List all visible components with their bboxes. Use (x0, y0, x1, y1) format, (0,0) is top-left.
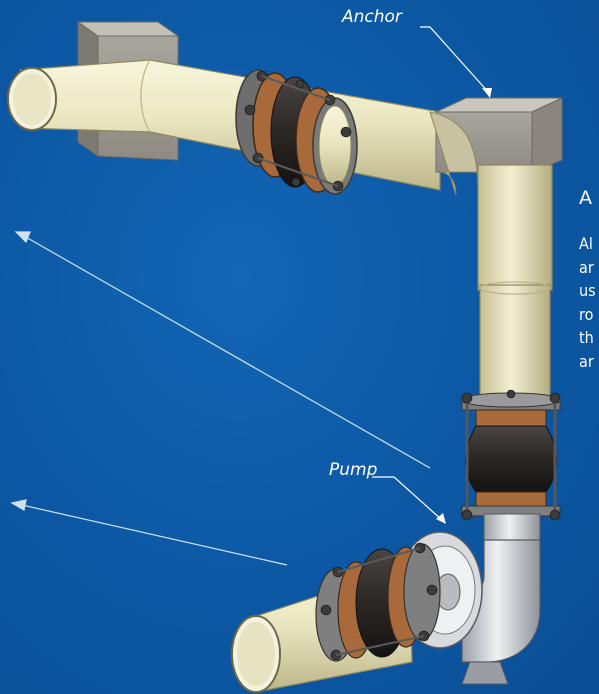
anchor-label: Anchor (342, 7, 402, 27)
vertical-pipe (429, 111, 553, 406)
callout-leaders (372, 26, 491, 521)
leader-arrowheads (436, 88, 492, 524)
side-panel-line: Al (579, 234, 593, 253)
side-panel-title: A (579, 187, 593, 209)
side-panel-line: th (579, 328, 594, 347)
side-panel-text: Al ar us ro th ar (579, 232, 599, 373)
upper-pipe (7, 59, 441, 191)
side-panel-line: ro (579, 304, 594, 324)
pump-label: Pump (329, 460, 378, 480)
side-panel-line: us (579, 281, 596, 300)
side-panel-line: ar (579, 257, 594, 277)
side-panel-line: ar (579, 351, 594, 371)
direction-arrows (10, 231, 431, 566)
upper-expansion-joint (235, 69, 358, 195)
lower-expansion-joint (460, 389, 562, 521)
suction-pipe (231, 542, 441, 693)
